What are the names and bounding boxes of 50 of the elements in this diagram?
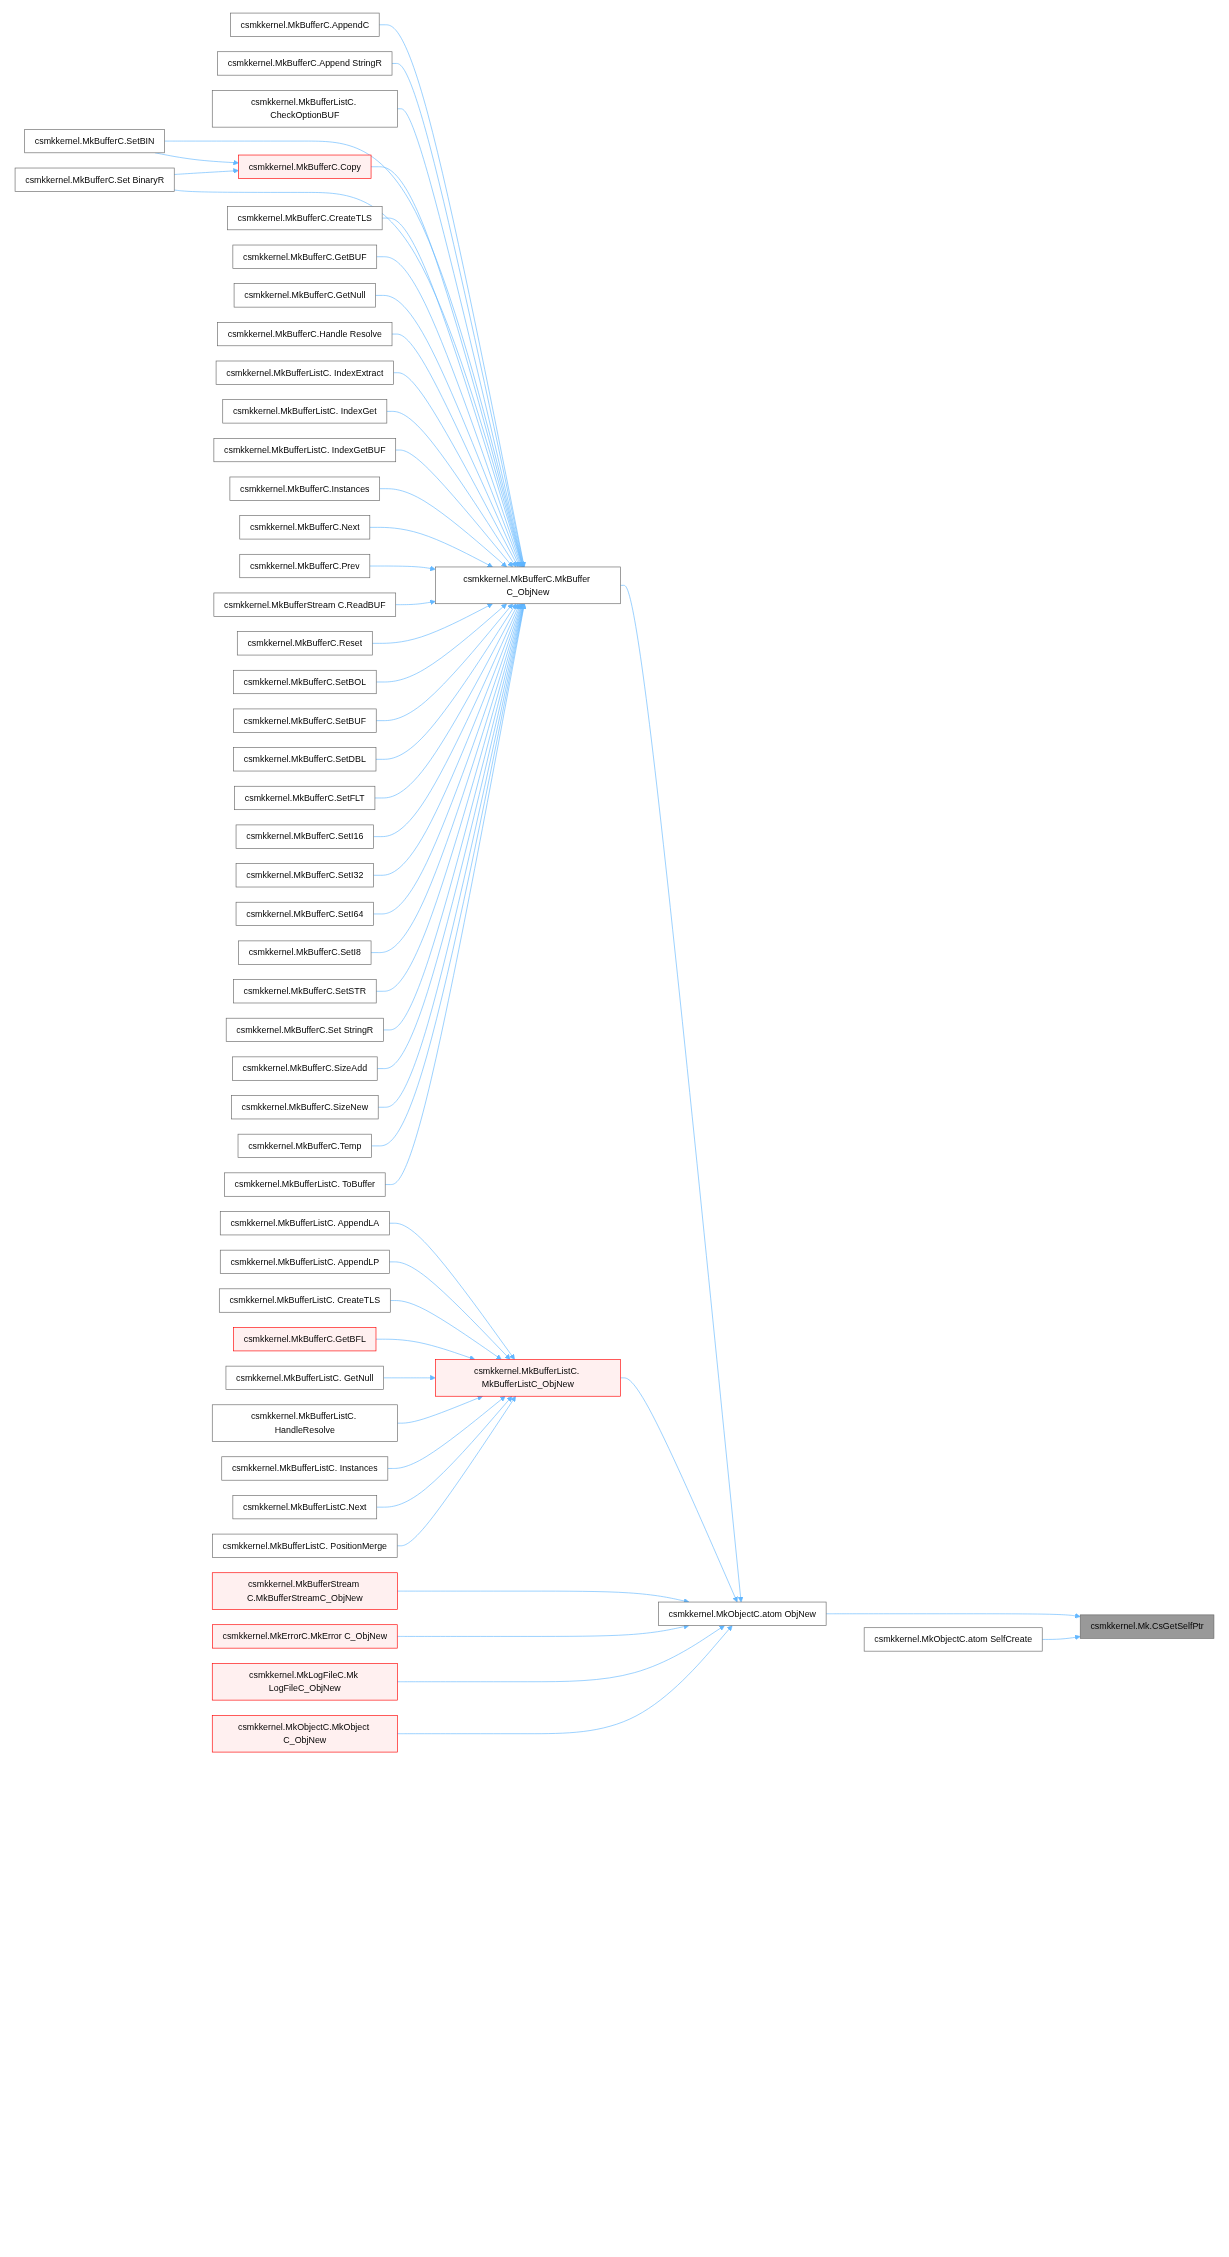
node-box: csmkkernel.MkBufferListC. AppendLA: [219, 1211, 390, 1236]
node-box: csmkkernel.MkBufferListC. GetNull: [225, 1365, 384, 1390]
node-box: csmkkernel.MkBufferC.SetFLT: [234, 785, 376, 810]
node-box: csmkkernel.MkBufferStream C.MkBufferStreamC_ObjNew: [211, 1572, 398, 1610]
node-box: csmkkernel.MkBufferC.Handle Resolve: [217, 322, 393, 347]
node-box: csmkkernel.MkBufferC.SetBIN: [24, 129, 165, 154]
node-box: csmkkernel.MkBufferListC. CreateTLS: [218, 1288, 391, 1313]
node-box: csmkkernel.MkBufferC.SetI64: [235, 901, 374, 926]
node-box: csmkkernel.MkBufferListC. IndexGet: [222, 399, 388, 424]
node-box: csmkkernel.MkBufferC.GetBUF: [232, 244, 378, 269]
node-box: csmkkernel.MkBufferListC. Instances: [221, 1456, 389, 1481]
node-box: csmkkernel.MkBufferC.CreateTLS: [227, 206, 383, 231]
node-box: csmkkernel.MkObjectC.MkObject C_ObjNew: [211, 1715, 398, 1753]
node-box: csmkkernel.MkLogFileC.Mk LogFileC_ObjNew: [211, 1663, 398, 1701]
node-box: csmkkernel.MkBufferC.Reset: [236, 631, 373, 656]
node-box: csmkkernel.MkBufferC.SetBOL: [233, 669, 377, 695]
node-box: csmkkernel.MkBufferC.Copy: [238, 154, 372, 179]
node-box: csmkkernel.MkErrorC.MkError C_ObjNew: [212, 1624, 398, 1649]
node-box: csmkkernel.MkBufferC.Next: [239, 515, 371, 540]
node-box: csmkkernel.MkBufferC.MkBuffer C_ObjNew: [435, 566, 621, 605]
node-box: csmkkernel.MkBufferC.GetBFL: [233, 1327, 377, 1352]
node-box: csmkkernel.MkBufferListC. CheckOptionBUF: [211, 90, 398, 128]
node-box: csmkkernel.MkBufferListC. HandleResolve: [211, 1404, 398, 1442]
node-box: csmkkernel.MkObjectC.atom SelfCreate: [863, 1627, 1043, 1652]
node-box: csmkkernel.MkBufferListC. PositionMerge: [212, 1533, 398, 1558]
node-box: csmkkernel.MkBufferC.AppendC: [230, 12, 380, 37]
node-box: csmkkernel.MkBufferC.Temp: [237, 1133, 372, 1158]
node-box: csmkkernel.MkBufferC.Append StringR: [217, 51, 393, 76]
node-box: csmkkernel.MkBufferC.SetI32: [235, 863, 374, 888]
node-box: csmkkernel.MkBufferC.SizeNew: [231, 1095, 379, 1120]
node-box: csmkkernel.MkBufferListC.Next: [232, 1495, 378, 1520]
node-box: csmkkernel.MkObjectC.atom ObjNew: [658, 1601, 827, 1626]
node-box: csmkkernel.MkBufferC.SetBUF: [233, 708, 377, 733]
node-box: csmkkernel.Mk.CsGetSelfPtr: [1079, 1614, 1215, 1639]
node-box: csmkkernel.MkBufferListC. AppendLP: [219, 1249, 390, 1274]
node-box: csmkkernel.MkBufferC.SetI16: [235, 824, 374, 849]
node-box: csmkkernel.MkBufferC.Instances: [229, 476, 380, 501]
node-box: csmkkernel.MkBufferListC. IndexGetBUF: [213, 438, 397, 463]
node-box: csmkkernel.MkBufferC.SetDBL: [233, 747, 377, 772]
node-box: csmkkernel.MkBufferC.GetNull: [233, 283, 376, 308]
node-box: csmkkernel.MkBufferC.Set BinaryR: [14, 167, 175, 192]
node-box: csmkkernel.MkBufferStream C.ReadBUF: [213, 592, 397, 617]
node-box: csmkkernel.MkBufferC.SetI8: [238, 940, 372, 965]
node-box: csmkkernel.MkBufferC.SizeAdd: [232, 1056, 378, 1081]
node-box: csmkkernel.MkBufferListC. MkBufferListC_ObjNew: [435, 1359, 621, 1397]
node-box: csmkkernel.MkBufferC.SetSTR: [233, 979, 377, 1004]
node-box: csmkkernel.MkBufferListC. IndexExtract: [215, 360, 394, 385]
node-box: csmkkernel.MkBufferListC. ToBuffer: [224, 1172, 386, 1197]
node-box: csmkkernel.MkBufferC.Set StringR: [225, 1017, 384, 1042]
node-box: csmkkernel.MkBufferC.Prev: [239, 553, 371, 579]
